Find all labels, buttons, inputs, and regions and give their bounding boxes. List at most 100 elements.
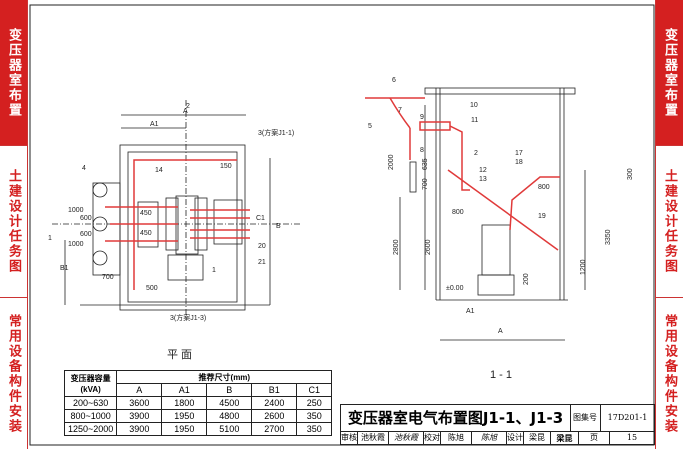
dim-2600: 2600	[425, 239, 432, 255]
size-header: 推荐尺寸(mm)	[116, 370, 333, 384]
callout-9: 9	[420, 114, 424, 121]
table-cell: 5100	[206, 422, 253, 436]
callout-11: 11	[471, 117, 478, 124]
review-label: 审核	[341, 431, 358, 445]
dim-700: 700	[102, 274, 114, 281]
section-caption: 1 - 1	[490, 369, 512, 381]
table-cell: 4500	[206, 396, 253, 410]
page-label: 页	[579, 431, 610, 445]
tab-transformer-room[interactable]: 变压器室布置	[0, 0, 27, 146]
dim-1200: 1200	[580, 259, 587, 275]
callout-12: 12	[479, 167, 487, 174]
section-mark-2: 2	[186, 103, 190, 110]
dim-b1: B1	[60, 265, 69, 272]
dim-c1: C1	[256, 215, 265, 222]
table-cell: 350	[296, 422, 333, 436]
plan-cables	[105, 159, 250, 290]
callout-3-j1-3: 3(方案J1-3)	[170, 313, 206, 322]
left-side-tabs: 变压器室布置 土建设计任务图 常用设备构件安装	[0, 0, 28, 449]
recommended-size-table: 变压器容量(kVA) 推荐尺寸(mm) A A1 B B1 C1 200~630…	[63, 370, 333, 436]
checker: 陈旭	[441, 431, 472, 445]
dim-2000: 2000	[388, 154, 395, 170]
table-cell: 1950	[161, 409, 208, 423]
callout-1: 1	[212, 267, 216, 274]
dim-300: 300	[627, 168, 634, 180]
callout-10: 10	[470, 102, 478, 109]
callout-5: 5	[368, 123, 372, 130]
atlas-number: 17D201-1	[607, 413, 648, 422]
section-labels: 6 5 7 9 10 11 8 2 12 13 17 18 19 2000 63…	[368, 77, 634, 381]
dim-b: B	[276, 223, 281, 230]
dim-a1-section: A1	[466, 308, 475, 315]
callout-4: 4	[82, 165, 86, 172]
capacity-header-label: 变压器容量	[70, 373, 111, 383]
col-header: A1	[161, 383, 208, 397]
callout-19: 19	[538, 213, 546, 220]
table-cell: 2400	[251, 396, 298, 410]
tab-transformer-room-right[interactable]: 变压器室布置	[656, 0, 683, 146]
tab-civil-design-right[interactable]: 土建设计任务图	[656, 146, 683, 298]
dim-635: 635	[422, 158, 429, 170]
callout-2: 2	[474, 150, 478, 157]
capacity-unit: (kVA)	[80, 384, 101, 394]
table-cell: 1950	[161, 422, 208, 436]
design-label: 设计	[507, 431, 524, 445]
table-cell: 3600	[116, 396, 163, 410]
dim-150: 150	[220, 163, 232, 170]
dim-500: 500	[146, 285, 158, 292]
callout-18: 18	[515, 159, 523, 166]
table-cell: 3900	[116, 422, 163, 436]
tab-equipment-install-right[interactable]: 常用设备构件安装	[662, 313, 677, 434]
level-mark: ±0.00	[446, 285, 464, 292]
section-cables	[365, 97, 560, 251]
sheet-frame	[29, 4, 655, 446]
dim-450b: 450	[140, 230, 152, 237]
dim-450a: 450	[140, 210, 152, 217]
callout-21: 21	[258, 259, 266, 266]
callout-20: 20	[258, 243, 266, 250]
table-cell: 250	[296, 396, 333, 410]
capacity-header: 变压器容量(kVA)	[63, 370, 118, 397]
plan-labels: 2 1 A A1 B B1 C1 150 1000 600 600 1000 4…	[48, 103, 294, 361]
callout-6: 6	[392, 77, 396, 84]
dim-a-section: A	[498, 328, 503, 335]
checker-signature: 陈旭	[472, 431, 507, 445]
table-cell: 350	[296, 409, 333, 423]
table-cell: 4800	[206, 409, 253, 423]
callout-13: 13	[479, 176, 487, 183]
callout-3-j1-1: 3(方案J1-1)	[258, 128, 294, 137]
page-number: 15	[626, 433, 638, 442]
designer: 梁昆	[524, 431, 551, 445]
dim-800a: 800	[452, 209, 464, 216]
table-cell: 3900	[116, 409, 163, 423]
dim-200: 200	[523, 273, 530, 285]
dim-600b: 600	[80, 231, 92, 238]
col-header: B	[206, 383, 253, 397]
col-header: B1	[251, 383, 298, 397]
table-cell: 1800	[161, 396, 208, 410]
tab-civil-design[interactable]: 土建设计任务图	[0, 146, 27, 298]
designer-signature: 梁昆	[551, 431, 579, 445]
table-cell: 1250~2000	[63, 422, 118, 436]
callout-17: 17	[515, 150, 523, 157]
dim-600a: 600	[80, 215, 92, 222]
reviewer-signature: 池秋霞	[389, 431, 424, 445]
table-cell: 800~1000	[63, 409, 118, 423]
right-side-tabs: 变压器室布置 土建设计任务图 常用设备构件安装	[655, 0, 683, 449]
title-block: 变压器室电气布置图J1-1、J1-3 图集号 17D201-1 审核 池秋霞 池…	[340, 404, 655, 445]
col-header: C1	[296, 383, 333, 397]
section-view	[399, 87, 586, 341]
plan-caption: 平 面	[167, 349, 192, 361]
table-cell: 200~630	[63, 396, 118, 410]
section-mark-1: 1	[48, 235, 52, 242]
tab-equipment-install[interactable]: 常用设备构件安装	[6, 313, 21, 434]
dim-a1: A1	[150, 121, 159, 128]
dim-1000a: 1000	[68, 207, 84, 214]
reviewer: 池秋霞	[358, 431, 389, 445]
dim-800b: 800	[538, 184, 550, 191]
dim-1000b: 1000	[68, 241, 84, 248]
dim-3350: 3350	[605, 229, 612, 245]
